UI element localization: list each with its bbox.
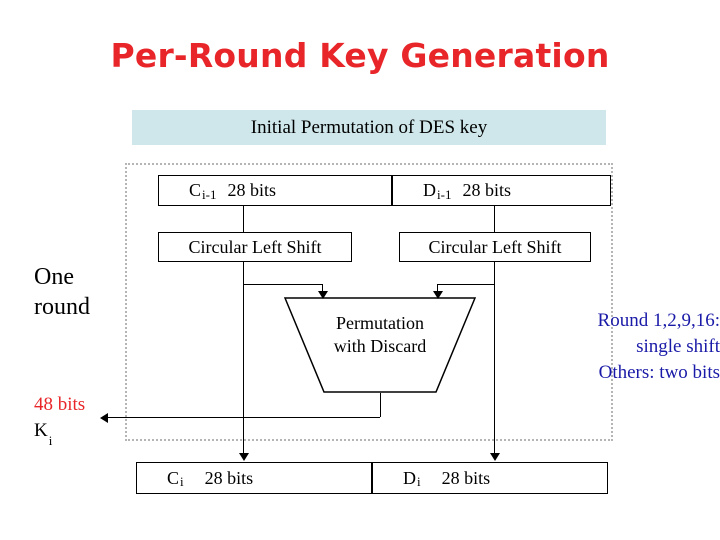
one-round-line2: round: [34, 294, 90, 320]
key-name-label: Ki: [34, 418, 85, 450]
one-round-region: [125, 163, 613, 441]
c-previous-subscript: i-1: [202, 186, 217, 202]
circular-left-shift-c-box: Circular Left Shift: [158, 232, 352, 262]
arrow-permutation-in-right-icon: [433, 291, 443, 299]
note-line-2: single shift: [636, 336, 720, 357]
one-round-caption: One round: [34, 262, 144, 322]
connector-shift-d-down: [494, 262, 495, 454]
output-key-caption: 48 bits Ki: [34, 392, 85, 450]
arrow-shift-d-down-icon: [490, 453, 500, 461]
d-previous-name: D: [423, 180, 436, 200]
initial-permutation-box: Initial Permutation of DES key: [132, 110, 606, 145]
c-previous-bits: 28 bits: [227, 180, 276, 200]
circular-left-shift-d-box: Circular Left Shift: [399, 232, 591, 262]
d-previous-subscript: i-1: [437, 186, 452, 202]
shift-rule-note: Round 1,2,9,16: single shift Others: two…: [520, 308, 720, 386]
connector-right-to-permutation: [437, 284, 495, 285]
note-line-1: Round 1,2,9,16:: [597, 310, 720, 331]
page-title: Per-Round Key Generation: [110, 36, 610, 75]
key-name: K: [34, 420, 48, 441]
one-round-line1: One: [34, 264, 74, 290]
arrow-key-output-icon: [100, 413, 108, 423]
circular-left-shift-d-label: Circular Left Shift: [428, 236, 562, 257]
connector-d-to-shift: [494, 206, 495, 232]
permutation-label: Permutation with Discard: [284, 312, 476, 358]
c-output-subscript: i: [180, 474, 184, 489]
arrow-shift-c-down-icon: [239, 453, 249, 461]
d-output-name: D: [403, 467, 416, 488]
permutation-line-1: Permutation: [336, 313, 424, 333]
key-subscript: i: [48, 432, 53, 448]
d-output-bits: 28 bits: [441, 467, 491, 488]
d-previous-bits: 28 bits: [462, 180, 511, 200]
connector-left-to-permutation: [243, 284, 323, 285]
connector-c-to-shift: [243, 206, 244, 232]
connector-shift-c-down: [243, 262, 244, 454]
key-bits-label: 48 bits: [34, 394, 86, 415]
c-output-bits: 28 bits: [204, 467, 254, 488]
c-previous-name: C: [189, 180, 202, 200]
permutation-trapezoid: [284, 297, 476, 393]
connector-permutation-out-left: [108, 417, 380, 418]
initial-permutation-label: Initial Permutation of DES key: [250, 116, 488, 138]
permutation-line-2: with Discard: [333, 336, 427, 356]
d-output-subscript: i: [417, 474, 421, 489]
circular-left-shift-c-label: Circular Left Shift: [188, 236, 322, 257]
note-line-3: Others: two bits: [598, 362, 720, 383]
c-output-name: C: [167, 467, 180, 488]
connector-permutation-out-down: [380, 393, 381, 417]
arrow-permutation-in-left-icon: [318, 291, 328, 299]
